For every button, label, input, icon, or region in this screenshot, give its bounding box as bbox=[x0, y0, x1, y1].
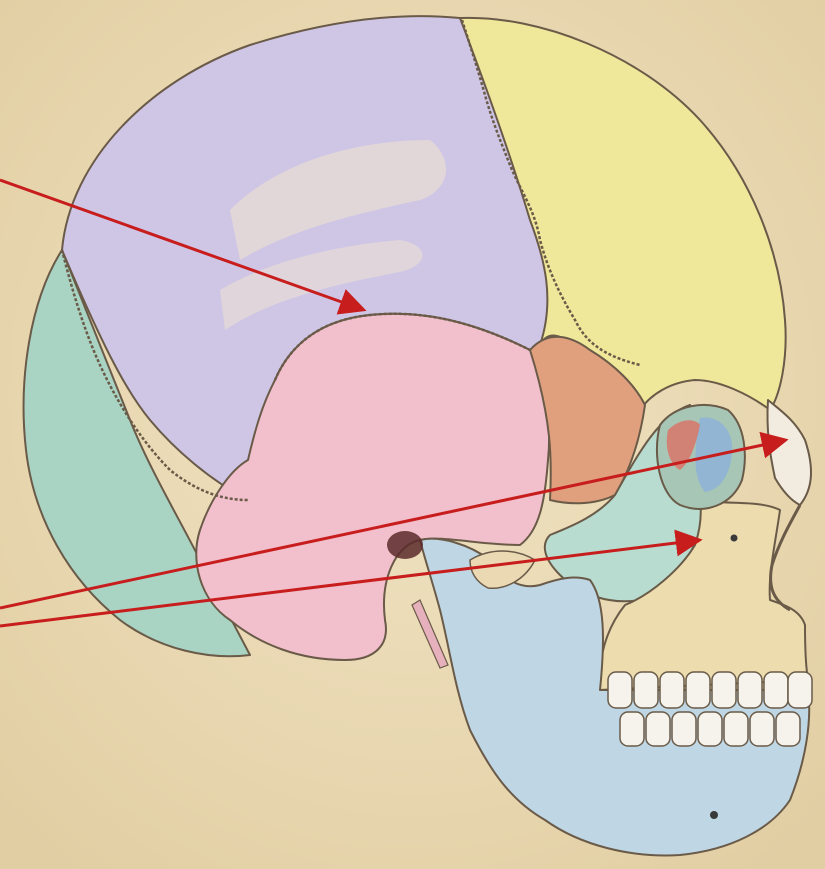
lower-tooth bbox=[698, 712, 722, 746]
lower-tooth bbox=[672, 712, 696, 746]
upper-tooth bbox=[608, 672, 632, 708]
upper-tooth bbox=[660, 672, 684, 708]
lower-tooth bbox=[724, 712, 748, 746]
upper-tooth bbox=[634, 672, 658, 708]
ear-canal bbox=[387, 531, 423, 559]
mental-foramen bbox=[710, 811, 718, 819]
upper-tooth bbox=[764, 672, 788, 708]
lower-tooth bbox=[620, 712, 644, 746]
lower-tooth bbox=[750, 712, 774, 746]
upper-tooth bbox=[788, 672, 812, 708]
upper-tooth bbox=[712, 672, 736, 708]
lower-tooth bbox=[646, 712, 670, 746]
upper-tooth bbox=[738, 672, 762, 708]
upper-tooth bbox=[686, 672, 710, 708]
infraorbital-foramen bbox=[731, 535, 738, 542]
lower-tooth bbox=[776, 712, 800, 746]
